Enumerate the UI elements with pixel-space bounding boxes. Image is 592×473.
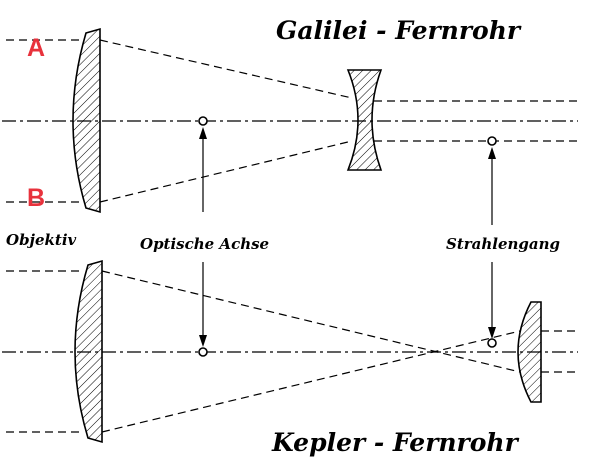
annotation-arrows <box>199 127 496 347</box>
kepler-objective-lens <box>74 259 103 444</box>
galilei-ray-converge-bottom <box>99 140 353 203</box>
kepler-ray-cross-bottom <box>101 330 521 433</box>
kepler-axis-point <box>198 347 208 357</box>
label-objektiv: Objektiv <box>6 231 77 249</box>
galilei-eyepiece-lens <box>346 69 383 171</box>
label-optische-achse: Optische Achse <box>140 235 269 253</box>
arrowhead-optische-achse-up <box>199 127 207 139</box>
kepler-ray-cross-top <box>101 270 521 373</box>
marker-b: B <box>27 184 45 212</box>
kepler-telescope <box>2 259 578 444</box>
galilei-axis-point <box>198 116 208 126</box>
galilei-ray-point <box>487 136 497 146</box>
galilei-objective-lens <box>72 27 101 214</box>
label-strahlengang: Strahlengang <box>446 235 560 253</box>
galilei-ray-converge-top <box>99 39 353 99</box>
arrowhead-strahlengang-down <box>488 327 496 339</box>
kepler-eyepiece-lens <box>517 301 542 403</box>
arrowhead-optische-achse-down <box>199 335 207 347</box>
marker-a: A <box>27 34 45 62</box>
kepler-ray-point <box>487 338 497 348</box>
arrowhead-strahlengang-up <box>488 147 496 159</box>
title-kepler: Kepler - Fernrohr <box>271 428 520 457</box>
title-galilei: Galilei - Fernrohr <box>276 16 522 45</box>
galilei-telescope <box>2 27 578 214</box>
